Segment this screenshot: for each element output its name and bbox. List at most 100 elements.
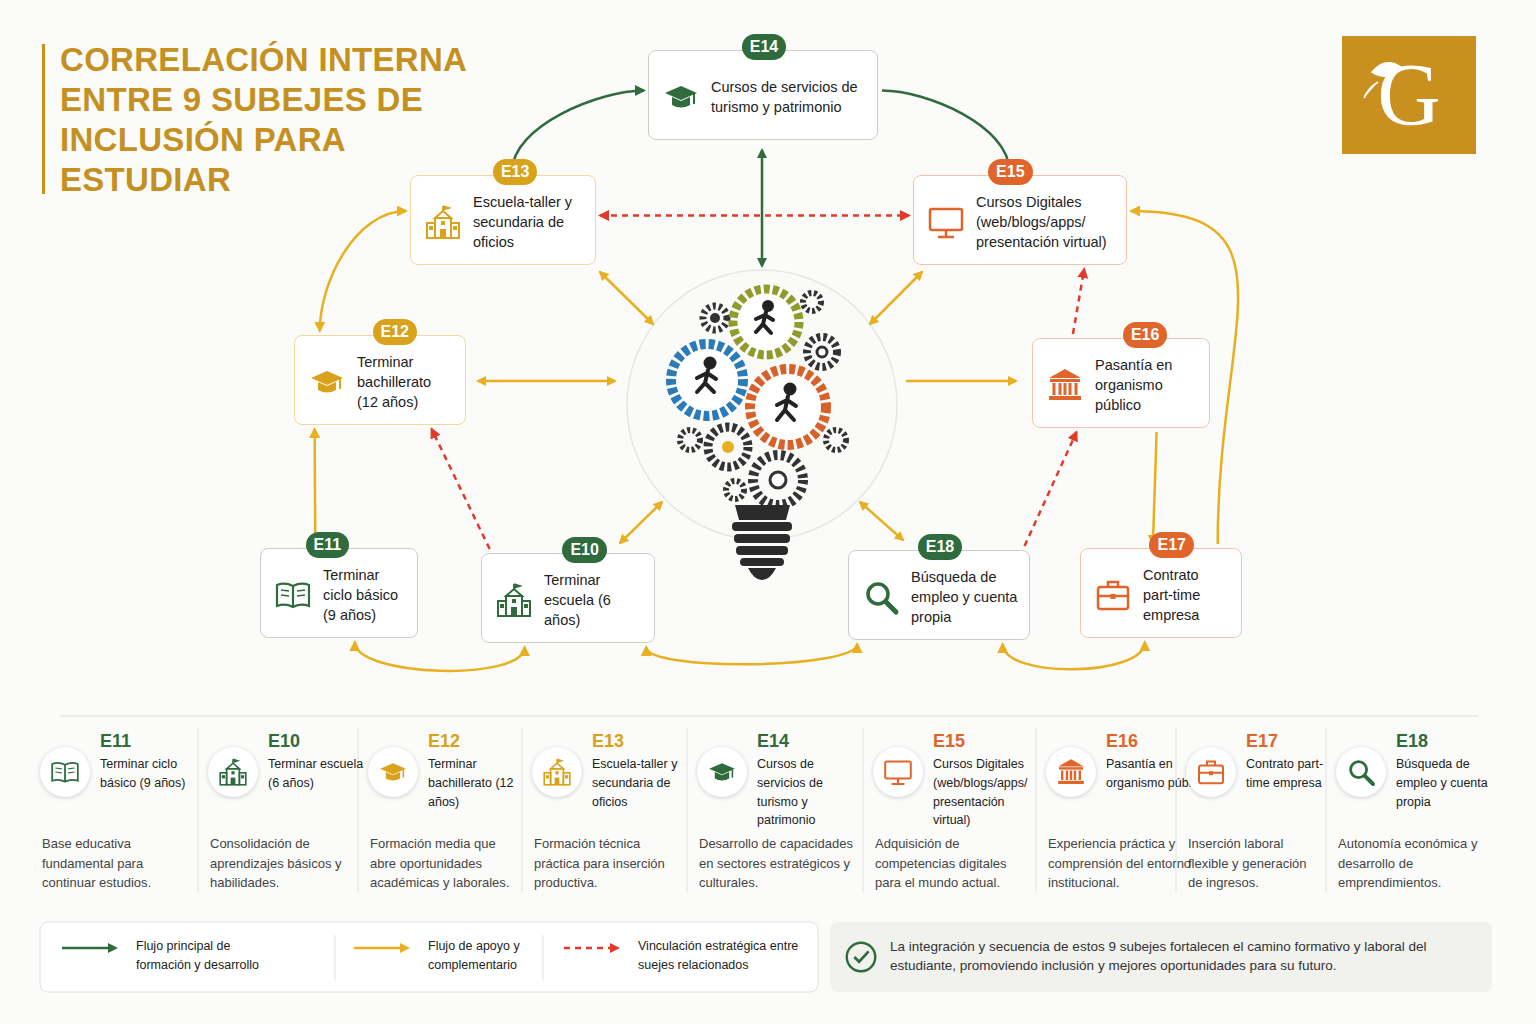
shape: [500, 604, 504, 608]
node-badge: E14: [742, 34, 786, 60]
shape: [1049, 396, 1081, 400]
shape: [506, 596, 522, 616]
icon: [1055, 756, 1087, 788]
node-text: Terminar bachillerato (12 años): [357, 352, 455, 413]
shape: [1058, 781, 1084, 784]
connector: [600, 214, 909, 217]
shape: [1199, 766, 1223, 784]
icon: [377, 756, 409, 788]
logo-letter: G: [1342, 36, 1476, 154]
shape: [807, 337, 837, 367]
shape: [1049, 369, 1081, 378]
shape: [198, 728, 199, 892]
shape: [756, 312, 773, 333]
shape: [680, 430, 700, 450]
shape: [665, 86, 697, 100]
shape: [52, 763, 78, 782]
icon-circle: [873, 747, 923, 797]
note-box: La integración y secuencia de estos 9 su…: [830, 922, 1492, 992]
shape: [544, 773, 550, 785]
legend-line-sample: [60, 941, 120, 955]
icon: [307, 362, 347, 402]
shape: [703, 306, 727, 330]
shape: [870, 272, 922, 324]
icon: [494, 580, 534, 620]
shape: [826, 430, 846, 450]
node-text: Contrato part-time empresa: [1143, 565, 1231, 626]
icon: [1195, 756, 1227, 788]
shape: [786, 385, 795, 394]
shape: [555, 778, 560, 785]
column-description: Inserción laboral flexible y generación …: [1188, 834, 1324, 893]
process-box: E18Búsqueda de empleo y cuenta propia: [848, 550, 1030, 640]
shape: [55, 768, 74, 773]
shape: [600, 272, 653, 324]
shape: [733, 289, 799, 355]
shape: [722, 441, 734, 453]
shape: [403, 770, 405, 778]
shape: [726, 481, 744, 499]
connector: [355, 642, 525, 671]
shape: [1365, 776, 1373, 784]
shape: [227, 763, 240, 769]
shape: [435, 211, 451, 218]
icon-circle: [40, 747, 90, 797]
shape: [610, 943, 620, 953]
connector: [313, 429, 316, 544]
column-code: E17: [1246, 731, 1278, 752]
shape: [231, 778, 236, 785]
icon-circle: [368, 747, 418, 797]
column-description: Formación técnica práctica para inserció…: [534, 834, 688, 893]
shape: [687, 728, 688, 892]
shape: [732, 522, 792, 531]
icon-circle: [697, 747, 747, 797]
legend-text: Flujo principal de formación y desarroll…: [136, 937, 276, 975]
shape: [512, 599, 516, 603]
connector: [1003, 642, 1145, 669]
icon: [882, 756, 914, 788]
node-badge: E12: [373, 319, 417, 345]
shape: [860, 502, 903, 540]
column-code: E12: [428, 731, 460, 752]
node-badge: E16: [1123, 322, 1167, 348]
shape: [233, 759, 238, 763]
shape: [358, 728, 359, 892]
shape: [427, 223, 435, 238]
node-badge: E11: [306, 532, 350, 558]
connector: [646, 644, 857, 664]
icon: [706, 756, 738, 788]
shape: [478, 380, 615, 383]
shape: [551, 763, 564, 769]
column-code: E15: [933, 731, 965, 752]
logo-square: [1342, 36, 1476, 154]
node-badge: E13: [493, 159, 537, 185]
shape: [761, 150, 764, 266]
shape: [565, 775, 568, 778]
shape: [277, 584, 309, 607]
process-box: E15Cursos Digitales (web/blogs/apps/ pre…: [913, 175, 1127, 265]
connector: [1153, 432, 1157, 544]
node-text: Búsqueda de empleo y cuenta propia: [911, 567, 1019, 628]
column-description: Desarrollo de capacidades en sectores es…: [699, 834, 853, 893]
shape: [1098, 582, 1128, 596]
icon-circle: [1186, 747, 1236, 797]
legend-text: Vinculación estratégica entre suejes rel…: [638, 937, 814, 975]
icon-circle: [1046, 747, 1096, 797]
connector: [512, 91, 644, 172]
node-badge: E18: [918, 534, 962, 560]
legend-line-sample: [562, 941, 622, 955]
shape: [227, 769, 240, 785]
icon: [217, 756, 249, 788]
shape: [734, 534, 790, 543]
process-box: E16Pasantía en organismo público: [1032, 338, 1210, 428]
node-text: Terminar ciclo básico (9 años): [323, 565, 407, 626]
column-code: E14: [757, 731, 789, 752]
node-text: Escuela-taller y secundaria de oficios: [473, 192, 585, 253]
node-text: Cursos Digitales (web/blogs/apps/ presen…: [976, 192, 1116, 253]
shape: [693, 94, 695, 104]
connector: [432, 429, 490, 549]
shape: [753, 455, 803, 505]
shape: [803, 293, 821, 311]
shape: [222, 775, 225, 778]
shape: [938, 230, 954, 237]
